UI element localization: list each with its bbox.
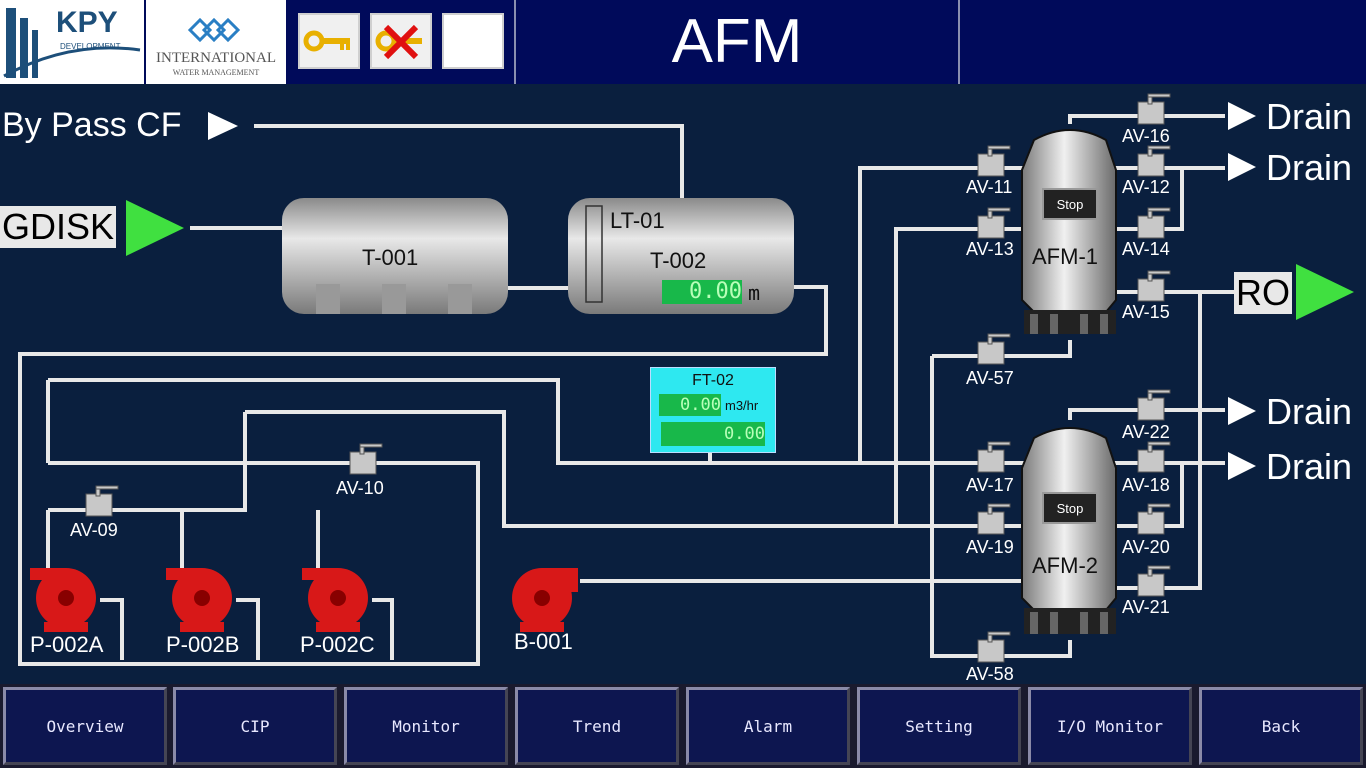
valve-av57-label: AV-57 [966,368,1014,388]
valve-av17-label: AV-17 [966,475,1014,495]
header-bar: KPY DEVELOPMENT INTERNATIONAL WATER MANA… [0,0,1366,84]
blower-b001-label: B-001 [514,629,573,654]
valve-av13-icon [977,207,1011,239]
kpy-logo: KPY DEVELOPMENT [0,0,144,84]
flow-transmitter-panel: FT-02 0.00 m3/hr 0.00 [650,367,776,453]
pump-p002c-icon [302,568,368,632]
flow-unit-label: m3/hr [725,398,759,413]
valve-av15-label: AV-15 [1122,302,1170,322]
valve-av18-icon [1137,441,1171,473]
valve-av09-label: AV-09 [70,520,118,540]
valve-av19-label: AV-19 [966,537,1014,557]
valve-av10-icon [349,443,383,475]
valve-av12-icon [1137,145,1171,177]
valve-av13-label: AV-13 [966,239,1014,259]
valve-av57-icon [977,333,1011,365]
bypass-label: By Pass CF [2,106,182,144]
key-icon [303,30,350,52]
tank-t002-label: T-002 [650,248,707,273]
valve-av11-label: AV-11 [966,177,1013,197]
pump-p002b-label: P-002B [166,632,240,657]
valve-av09-icon [85,485,119,517]
login-button[interactable] [298,13,360,69]
bypass-arrow-icon [208,112,238,140]
valve-av22-icon [1137,389,1171,421]
level-value-display: 0.00 [662,280,742,304]
flow-tag-label: FT-02 [692,372,734,389]
iwm-logo-text: INTERNATIONAL [156,50,276,66]
process-diagram [18,93,1354,666]
nav-setting-button[interactable]: Setting [857,687,1021,765]
iwm-logo-subtext: WATER MANAGEMENT [172,68,260,77]
drain1-label: Drain [1266,96,1353,137]
valve-av12-label: AV-12 [1122,177,1170,197]
nav-overview-button[interactable]: Overview [3,687,167,765]
nav-back-button[interactable]: Back [1199,687,1363,765]
afm2-label: AFM-2 [1032,553,1098,578]
nav-cip-button[interactable]: CIP [173,687,337,765]
gdisk-label[interactable]: GDISK [0,206,117,248]
afm1-stop-button[interactable]: Stop [1042,188,1098,220]
level-tag-label: LT-01 [610,208,665,233]
valve-av18-label: AV-18 [1122,475,1170,495]
iwm-logo: INTERNATIONAL WATER MANAGEMENT [146,0,286,84]
valve-av21-icon [1137,565,1171,597]
valve-av15-icon [1137,270,1171,302]
page-title: AFM [514,0,960,84]
drain4-arrow-icon [1228,452,1256,480]
kpy-logo-subtext: DEVELOPMENT [60,42,121,51]
afm1-label: AFM-1 [1032,244,1098,269]
blank-header-button[interactable] [442,13,504,69]
kpy-logo-text: KPY [56,6,118,39]
flow-total-display: 0.00 [661,422,765,446]
drain3-label: Drain [1266,391,1353,432]
drain2-arrow-icon [1228,153,1256,181]
ro-arrow-icon [1296,264,1354,320]
tank-t001 [282,198,508,314]
pump-p002a-icon [30,568,96,632]
valve-av20-label: AV-20 [1122,537,1170,557]
nav-trend-button[interactable]: Trend [515,687,679,765]
pump-p002c-label: P-002C [300,632,375,657]
key-cancel-icon [375,24,422,60]
pump-p002a-label: P-002A [30,632,104,657]
vessel-afm1 [1021,129,1117,334]
valve-av20-icon [1137,503,1171,535]
nav-io-monitor-button[interactable]: I/O Monitor [1028,687,1192,765]
afm2-stop-button[interactable]: Stop [1042,492,1098,524]
valve-av10-label: AV-10 [336,478,384,498]
valve-av11-icon [977,145,1011,177]
iwm-logo-graphic [187,17,241,43]
valve-av16-icon [1137,93,1171,125]
nav-monitor-button[interactable]: Monitor [344,687,508,765]
drain4-label: Drain [1266,446,1353,487]
flow-value-display: 0.00 [659,394,721,416]
pump-p002b-icon [166,568,232,632]
logout-button[interactable] [370,13,432,69]
drain2-label: Drain [1266,147,1353,188]
level-unit-label: m [748,281,761,305]
nav-alarm-button[interactable]: Alarm [686,687,850,765]
drain3-arrow-icon [1228,397,1256,425]
valve-av17-icon [977,441,1011,473]
tank-t001-label: T-001 [362,245,419,270]
valve-av19-icon [977,503,1011,535]
gdisk-arrow-icon [126,200,184,256]
blower-b001-icon [512,568,578,632]
valve-av58-icon [977,631,1011,663]
valve-av58-label: AV-58 [966,664,1014,684]
drain1-arrow-icon [1228,102,1256,130]
valve-av16-label: AV-16 [1122,126,1170,146]
valve-av21-label: AV-21 [1122,597,1170,617]
valve-av14-label: AV-14 [1122,239,1170,259]
vessel-afm2 [1021,427,1117,634]
valve-av14-icon [1137,207,1171,239]
ro-label[interactable]: RO [1234,272,1292,314]
kpy-logo-graphic [3,8,141,78]
valve-av22-label: AV-22 [1122,422,1170,442]
bottom-nav: Overview CIP Monitor Trend Alarm Setting… [0,684,1366,768]
